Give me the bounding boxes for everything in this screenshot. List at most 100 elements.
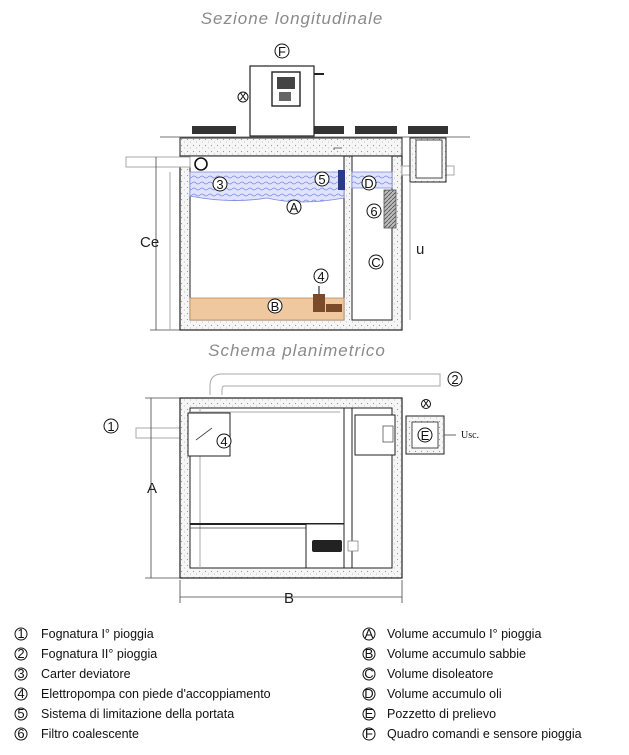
marker-C-label: C: [371, 255, 380, 270]
valve-rod: [333, 147, 342, 150]
plan-pump: [312, 540, 342, 552]
earth-symbol-mark: x: [240, 88, 247, 103]
legend-item-4: Elettropompa con piede d'accoppiamento: [41, 687, 271, 701]
legend-marker-5-label: 5: [17, 706, 24, 721]
marker-1: [103, 418, 119, 434]
pump: [313, 294, 325, 312]
legend-marker-A: [362, 627, 376, 641]
manhole-cover: [408, 126, 448, 134]
title-plan-scheme: Schema planimetrico: [208, 341, 386, 360]
legend-marker-1-label: 1: [17, 626, 24, 641]
legend-marker-B: [362, 647, 376, 661]
legend-marker-E: [362, 707, 376, 721]
legend-item-3: Carter deviatore: [41, 667, 131, 681]
marker-E-label: E: [421, 428, 430, 443]
dimension-label-u: u: [416, 241, 424, 258]
marker-4-label: 4: [317, 269, 324, 284]
marker-B-label: B: [271, 299, 280, 314]
marker-C: [368, 254, 384, 270]
marker-5-label: 5: [318, 172, 325, 187]
control-panel-display: [277, 77, 295, 89]
marker-B: [267, 298, 283, 314]
legend-item-6: Filtro coalescente: [41, 727, 139, 741]
legend-marker-2-label: 2: [17, 646, 24, 661]
legend-marker-C: [362, 667, 376, 681]
plan-outlet-fitting: [382, 425, 394, 443]
legend-marker-F-label: F: [365, 726, 373, 741]
marker-2-label: 2: [451, 372, 458, 387]
legend-item-D: Volume accumulo oli: [387, 687, 502, 701]
dimension-label-B: B: [284, 590, 294, 607]
legend-marker-F: [362, 727, 376, 741]
marker-1-label: 1: [107, 419, 114, 434]
legend-item-F: Quadro comandi e sensore pioggia: [387, 727, 582, 741]
legend-marker-3: [14, 667, 28, 681]
marker-A-label: A: [290, 200, 299, 215]
manhole-cover: [355, 126, 397, 134]
longitudinal-section: x Ce u F: [125, 43, 470, 331]
legend-marker-5: [14, 707, 28, 721]
inlet-opening: [194, 157, 208, 171]
legend-item-B: Volume accumulo sabbie: [387, 647, 526, 661]
legend-marker-D: [362, 687, 376, 701]
marker-5: [314, 171, 330, 187]
marker-D-label: D: [364, 176, 373, 191]
legend-item-A: Volume accumulo I° pioggia: [387, 627, 541, 641]
control-panel-buttons: [279, 92, 291, 101]
legend-marker-6-label: 6: [17, 726, 24, 741]
legend-marker-D-label: D: [364, 686, 373, 701]
legend-left: 1 Fognatura I° pioggia 2 Fognatura II° p…: [14, 626, 271, 741]
sand-volume: [189, 297, 345, 321]
marker-2: [447, 371, 463, 387]
marker-F-label: F: [278, 44, 286, 59]
marker-6-label: 6: [370, 204, 377, 219]
marker-E: [417, 427, 433, 443]
manhole-cover: [300, 126, 344, 134]
legend-item-5: Sistema di limitazione della portata: [41, 707, 234, 721]
marker-F: [274, 43, 290, 59]
legend-marker-4-label: 4: [17, 686, 24, 701]
title-longitudinal-section: Sezione longitudinale: [201, 9, 384, 28]
legend-marker-6: [14, 727, 28, 741]
marker-3-label: 3: [216, 177, 223, 192]
legend-item-E: Pozzetto di prelievo: [387, 707, 496, 721]
dimension-label-ce: Ce: [140, 234, 159, 251]
legend-item-1: Fognatura I° pioggia: [41, 627, 154, 641]
marker-4: [313, 268, 329, 284]
legend-marker-3-label: 3: [17, 666, 24, 681]
legend-marker-C-label: C: [364, 666, 373, 681]
pump-coupling-foot: [326, 304, 342, 312]
flow-limiter-valve: [338, 170, 345, 190]
earth-symbol: [237, 91, 249, 103]
second-rain-pipe: [209, 373, 441, 395]
legend-marker-A-label: A: [365, 626, 374, 641]
plan-sampling-well-inner: [411, 421, 439, 449]
legend-right: A Volume accumulo I° pioggia B Volume ac…: [362, 626, 582, 741]
legend-item-C: Volume disoleatore: [387, 667, 493, 681]
manhole-cover: [192, 126, 236, 134]
plan-earth-symbol: [421, 399, 431, 409]
sampling-well-inner: [415, 139, 443, 179]
legend-marker-4: [14, 687, 28, 701]
marker-D: [361, 175, 377, 191]
deviator-baffle: [195, 427, 213, 441]
legend-item-2: Fognatura II° pioggia: [41, 647, 157, 661]
legend-marker-E-label: E: [365, 706, 374, 721]
plan-scheme: 2 1 4 E x Usc.: [103, 371, 479, 607]
legend: 1 Fognatura I° pioggia 2 Fognatura II° p…: [14, 626, 582, 741]
legend-marker-1: [14, 627, 28, 641]
marker-4-plan-label: 4: [220, 434, 227, 449]
water-volume: [189, 171, 345, 203]
plan-earth-symbol-mark: x: [423, 395, 430, 410]
marker-6: [366, 203, 382, 219]
marker-A: [286, 199, 302, 215]
dimension-label-A: A: [147, 480, 157, 497]
outlet-label: Usc.: [461, 430, 479, 441]
marker-4-plan: [216, 433, 232, 449]
marker-3: [212, 176, 228, 192]
plan-pump-coupling: [347, 540, 359, 552]
manhole-covers: [192, 126, 448, 134]
inlet-pipe: [125, 156, 191, 168]
legend-marker-2: [14, 647, 28, 661]
